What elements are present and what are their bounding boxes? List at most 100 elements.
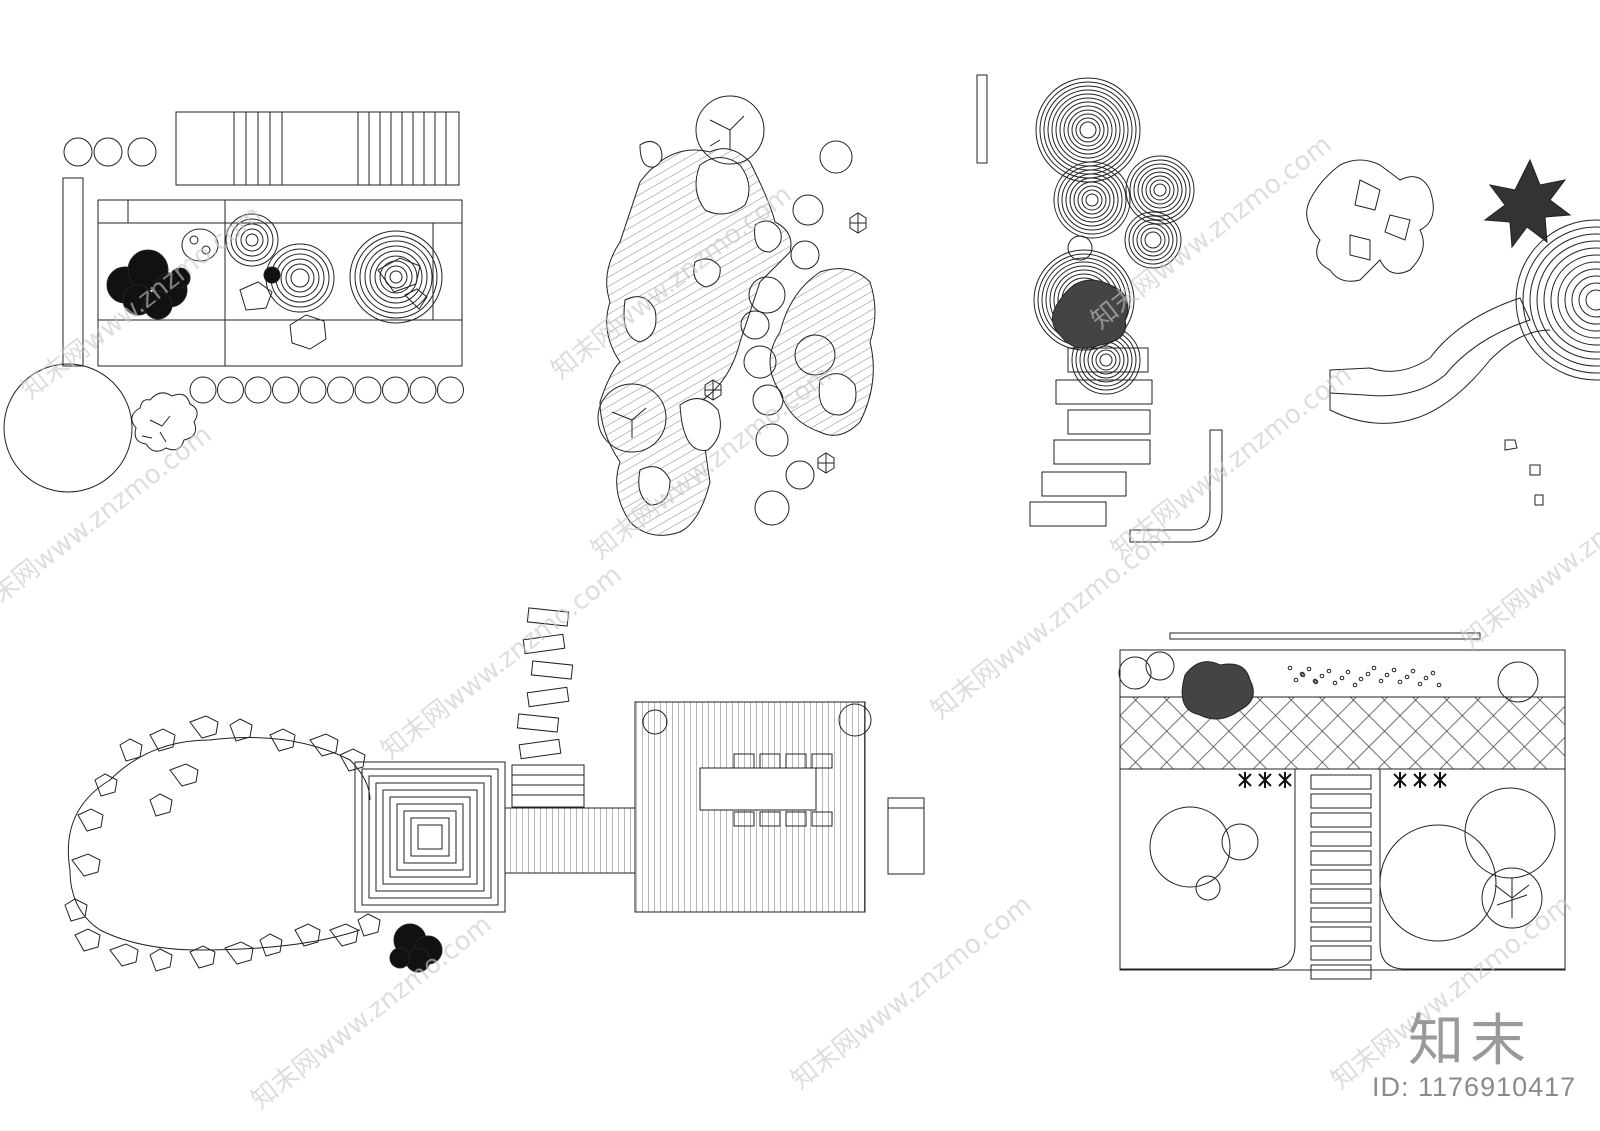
ripple-ring: [374, 255, 418, 299]
gravel-dot: [1430, 670, 1436, 676]
bollard-circle: [244, 376, 272, 404]
bollard-circle: [299, 376, 327, 404]
stair-step: [1310, 812, 1372, 828]
stair-step: [1029, 501, 1107, 527]
bollard-circle: [354, 376, 382, 404]
watermark-text: 知末网www.znzmo.com: [1106, 360, 1358, 566]
stepping-stone: [755, 423, 789, 457]
ripple-ring: [1125, 155, 1195, 225]
tree-symbol: [131, 392, 198, 452]
ripple-ring: [1149, 179, 1171, 201]
bollard-circle: [217, 376, 244, 404]
stair-step: [1055, 379, 1153, 405]
stepping-slab: [518, 738, 562, 760]
rock: [224, 941, 254, 965]
flower-symbol: [1393, 772, 1407, 788]
plaza-ring: [1515, 219, 1600, 381]
ripple-ring: [225, 213, 279, 267]
ripple-ring: [230, 218, 274, 262]
ripple-ring: [1075, 117, 1101, 143]
chair: [733, 811, 755, 827]
pyramid-square: [410, 817, 450, 857]
stepping-slab: [516, 713, 560, 733]
stair-step: [1310, 888, 1372, 904]
flower-symbol: [1433, 772, 1447, 788]
tree-symbol: [597, 95, 836, 453]
gravel-dot: [1326, 668, 1332, 674]
watermark-layer: 知末网www.znzmo.com 知末网www.znzmo.com 知末网www.z…: [0, 130, 1600, 1116]
ripple-ring: [359, 240, 433, 314]
rock: [149, 728, 176, 752]
ripple-ring: [1095, 349, 1117, 371]
circular-ripple-stairs-plan: [976, 74, 1223, 543]
watermark-text: 知末网www.znzmo.com: [246, 910, 498, 1116]
stair-step: [1310, 850, 1372, 866]
ripple-ring: [1043, 85, 1133, 175]
ripple-ring: [364, 245, 428, 309]
pyramid-square: [368, 775, 492, 899]
ripple-ring: [1079, 121, 1097, 139]
gravel-dot: [1436, 682, 1442, 688]
ripple-ring: [1144, 231, 1162, 249]
watermark-text: 知末网www.znzmo.com: [1456, 450, 1600, 656]
ripple-ring: [235, 223, 269, 257]
ripple-ring: [1085, 193, 1099, 207]
stair-step: [1041, 471, 1127, 497]
flower-symbol: [1238, 772, 1252, 788]
stepping-stone: [790, 240, 820, 270]
ripple-ring: [290, 268, 310, 288]
stepping-stone: [743, 345, 777, 379]
ripple-ring: [384, 265, 408, 289]
pond-stepping-stone-plan: [597, 95, 876, 536]
ripple-ring: [1067, 109, 1109, 151]
stair-step: [1310, 907, 1372, 923]
ripple-ring: [1033, 249, 1135, 351]
pyramid-square: [354, 761, 506, 913]
plaza-ring: [1543, 247, 1600, 353]
ripple-ring: [1136, 223, 1170, 257]
ripple-ring: [1140, 227, 1166, 253]
ripple-ring: [379, 260, 413, 294]
stepping-stone: [819, 140, 853, 174]
ripple-ring: [1128, 215, 1178, 265]
gravel-dot: [1352, 682, 1358, 688]
chair: [759, 753, 781, 769]
gravel-dot: [1299, 671, 1305, 677]
pyramid-square: [403, 810, 457, 864]
pyramid-square: [382, 789, 478, 885]
gravel-dot: [1378, 678, 1384, 684]
ripple-ring: [1065, 173, 1119, 227]
gravel-dot: [1319, 673, 1325, 679]
rock: [109, 943, 139, 967]
ripple-ring: [1059, 101, 1117, 159]
bollard-circle: [409, 376, 437, 404]
stair-step: [1310, 774, 1372, 790]
stair-step: [1310, 793, 1372, 809]
rock: [149, 948, 173, 972]
pyramid-square: [375, 782, 485, 892]
chair: [785, 811, 807, 827]
watermark-text: 知末网www.znzmo.com: [1086, 130, 1338, 336]
gravel-dot: [1358, 676, 1364, 682]
id-label: ID: 1176910417: [1372, 1072, 1577, 1102]
stepping-stone: [785, 460, 815, 490]
ripple-ring: [369, 250, 423, 304]
plaza-ring: [1557, 261, 1600, 339]
ripple-ring: [1069, 177, 1115, 223]
chair: [785, 753, 807, 769]
bollard-circle: [189, 376, 217, 404]
ripple-ring: [1081, 189, 1103, 211]
rock: [119, 738, 143, 762]
bollard-circle: [382, 376, 409, 404]
chair: [759, 811, 781, 827]
zen-courtyard-plan: [3, 111, 464, 493]
flower-symbol: [1413, 772, 1427, 788]
rock: [189, 715, 219, 739]
dark-shrub-cluster: [106, 249, 191, 320]
gravel-dot: [1293, 677, 1299, 683]
ripple-ring: [1077, 185, 1107, 215]
rock: [329, 923, 359, 947]
stair-step: [1053, 439, 1151, 465]
ripple-ring: [1073, 181, 1111, 219]
ripple-ring: [1099, 353, 1113, 367]
